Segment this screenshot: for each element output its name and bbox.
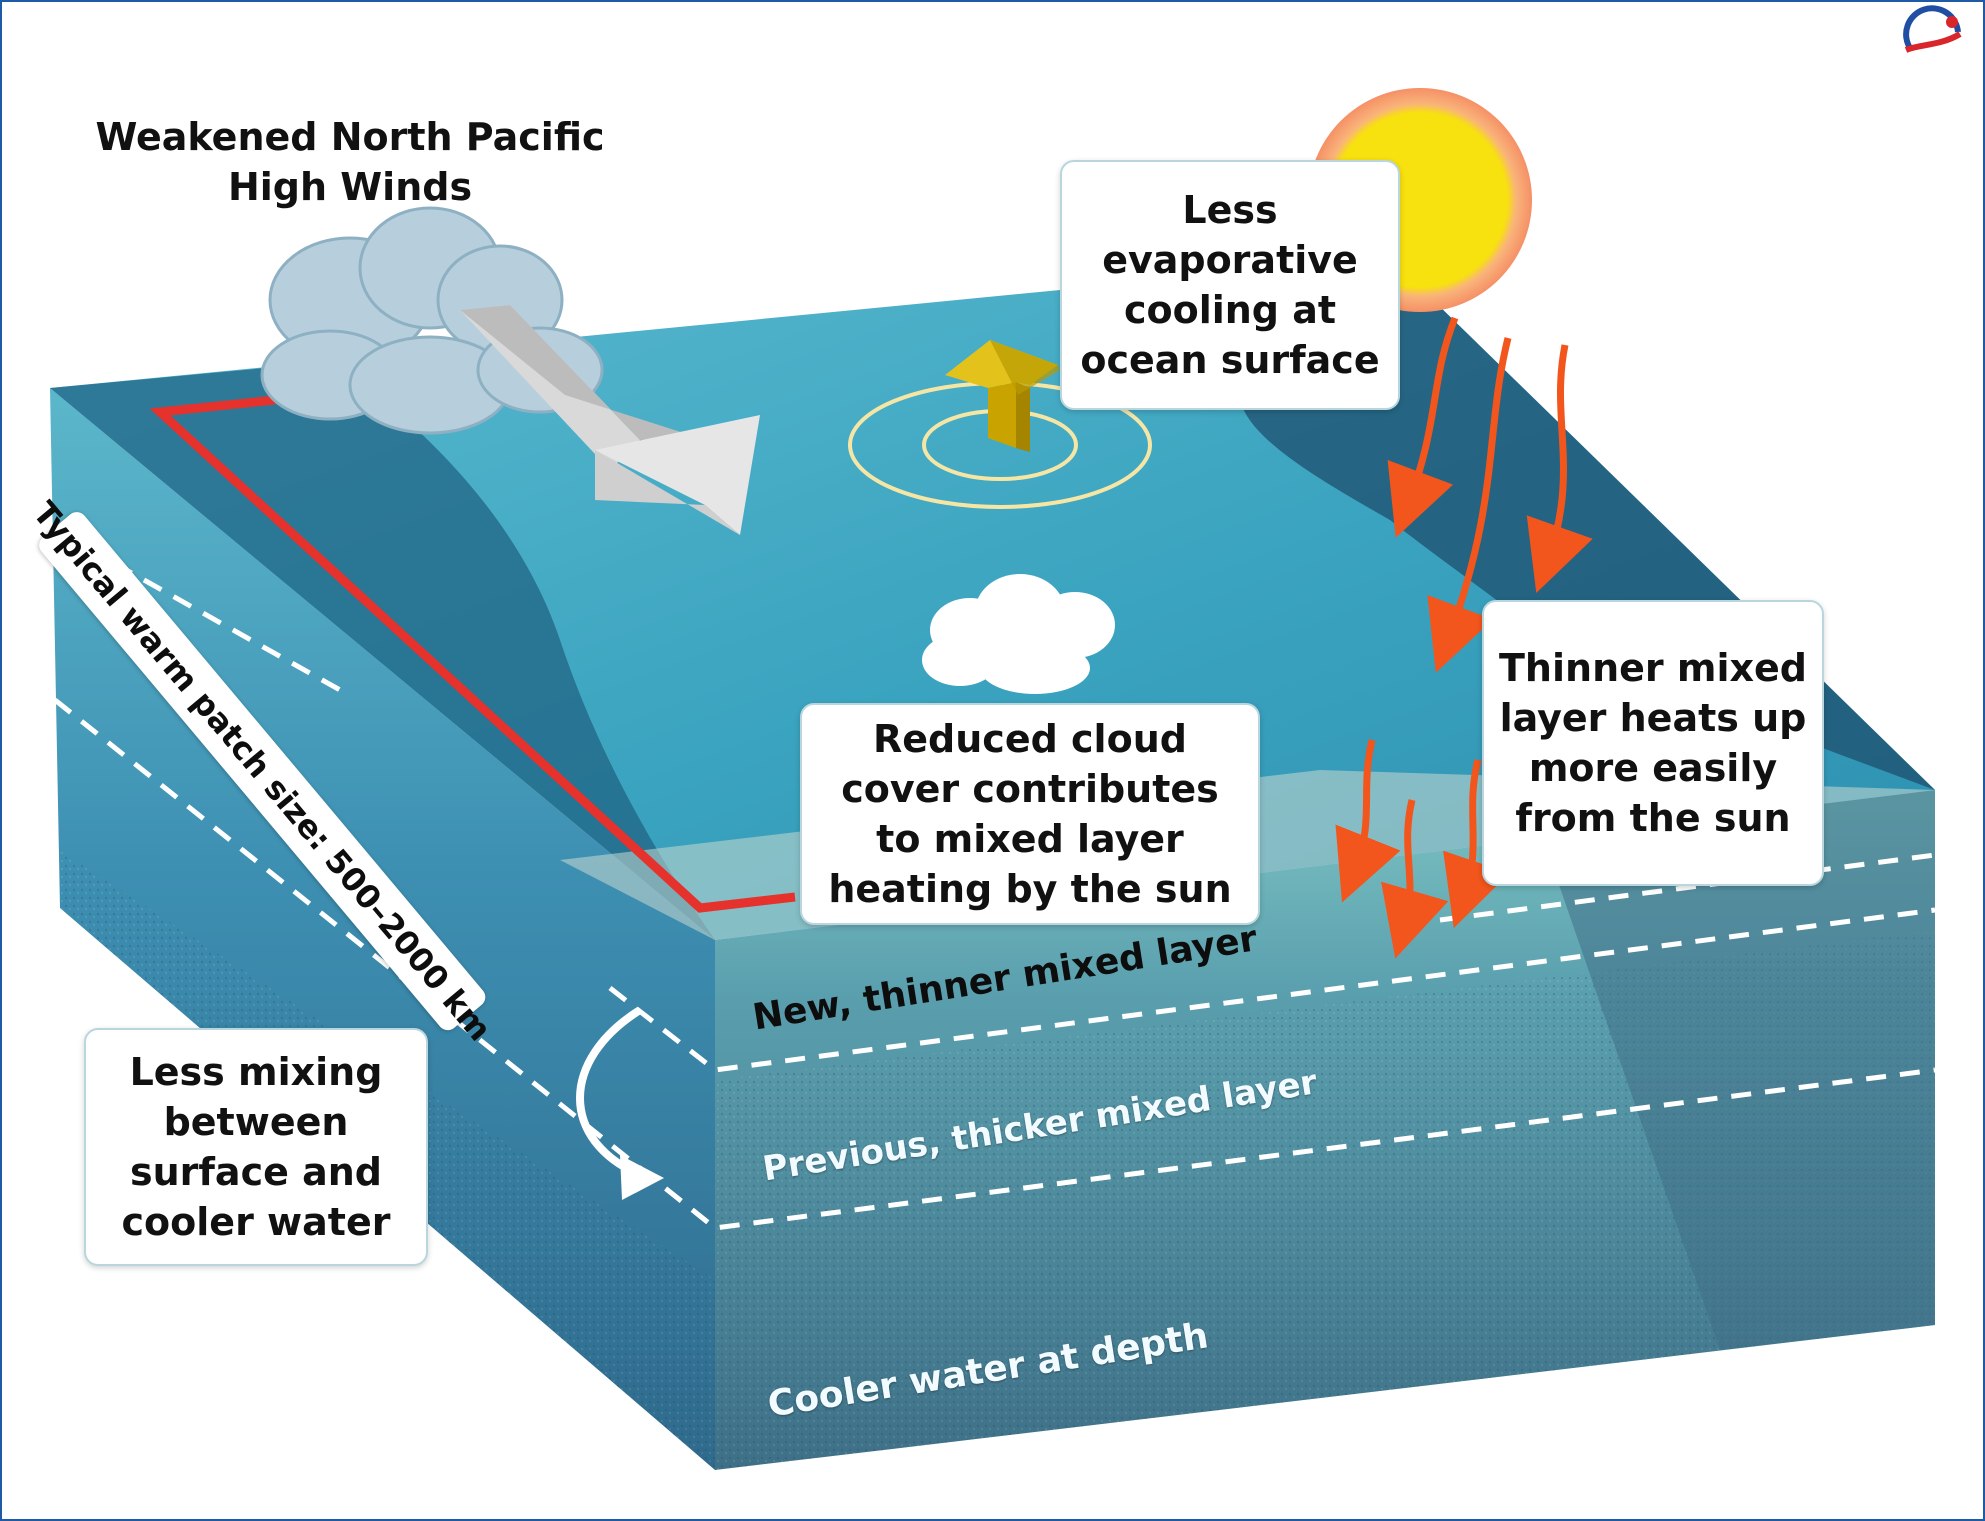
wind-arrow-icon — [460, 305, 760, 535]
callout-less-evaporative-cooling: Less evaporative cooling at ocean surfac… — [1060, 160, 1400, 410]
callout-thinner-mixed-layer-heats: Thinner mixed layer heats up more easily… — [1482, 600, 1824, 886]
mixing-arrow-head-icon — [620, 1155, 664, 1200]
callout-less-mixing: Less mixing between surface and cooler w… — [84, 1028, 428, 1266]
mixing-curve-arrow-icon — [576, 1006, 643, 1179]
callout-thinner-mixed-layer-heats-text: Thinner mixed layer heats up more easily… — [1499, 646, 1807, 840]
sun-ray-arrow-icon — [1335, 316, 1593, 959]
diagram-title: Weakened North Pacific High Winds — [95, 115, 605, 209]
callout-reduced-cloud-cover-text: Reduced cloud cover contributes to mixed… — [828, 717, 1232, 911]
small-cloud-icon — [922, 574, 1115, 694]
ocean-dark-left — [50, 362, 715, 940]
logo-icon — [1903, 5, 1962, 53]
evaporation-arrow-icon — [848, 340, 1152, 509]
callout-less-evaporative-cooling-text: Less evaporative cooling at ocean surfac… — [1080, 188, 1380, 382]
previous-mixed-layer-boundary — [53, 698, 1936, 1231]
cloud-icon — [260, 206, 604, 435]
callout-reduced-cloud-cover: Reduced cloud cover contributes to mixed… — [800, 703, 1260, 925]
new-mixed-layer-boundary — [608, 907, 1936, 1073]
mixed-layer-boundary-right — [1439, 852, 1936, 923]
warm-patch-outline — [149, 395, 796, 913]
deep-water-front-right — [1540, 790, 1935, 1350]
callout-less-mixing-text: Less mixing between surface and cooler w… — [121, 1050, 391, 1244]
surface-layer-boundary-left — [53, 527, 342, 693]
